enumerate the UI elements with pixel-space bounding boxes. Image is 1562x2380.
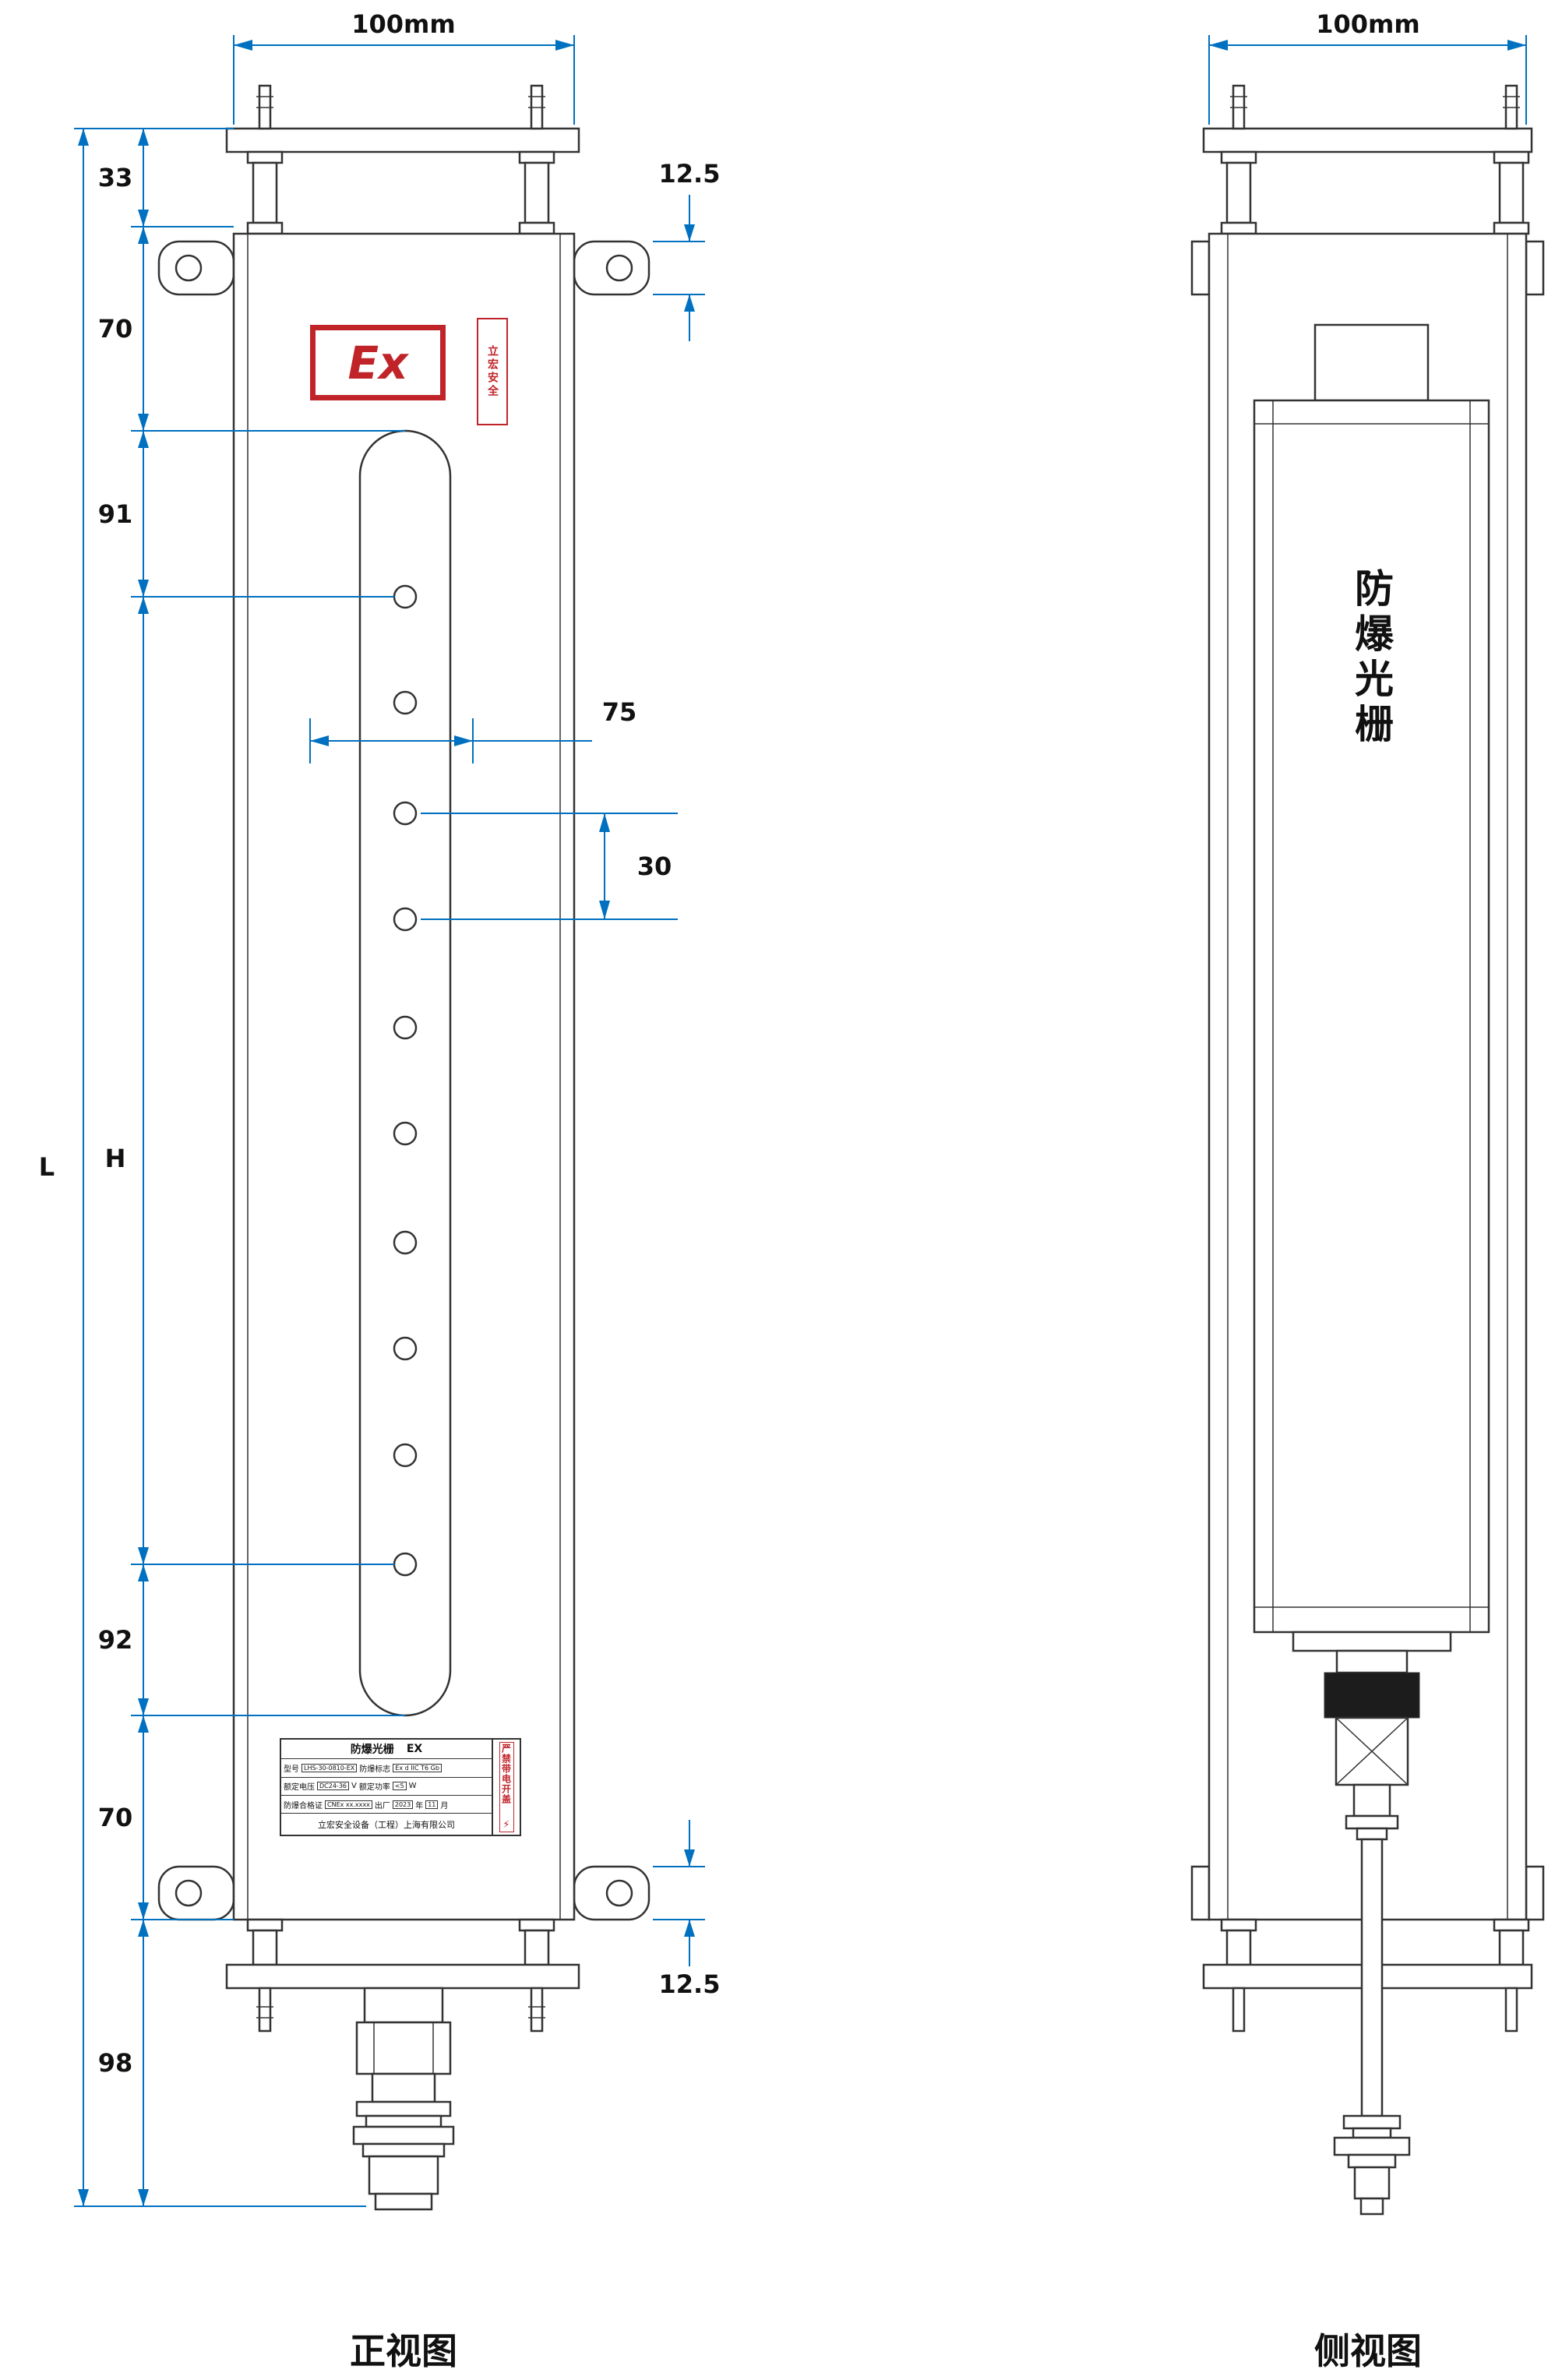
company-name: 立宏安全设备（工程）上海有限公司: [281, 1813, 492, 1835]
beam-aperture: [393, 1121, 418, 1146]
nameplate-title-row: 防爆光栅 EX: [281, 1740, 492, 1758]
beam-slot: [358, 429, 452, 1717]
front-top-plate: [225, 127, 580, 153]
month-label: 月: [440, 1801, 449, 1811]
side-internal-connector: [1292, 1631, 1452, 2117]
dimension-lines: [74, 35, 1527, 2207]
nameplate: 防爆光栅 EX 型号 LHS-30-0810-EX 防爆标志 Ex d IIC …: [280, 1738, 521, 1836]
side-vertical-label: 防爆光栅: [1349, 568, 1394, 749]
beam-aperture: [393, 907, 418, 932]
side-ear-tab-bottom-right: [1525, 1865, 1545, 1921]
beam-aperture: [393, 1336, 418, 1361]
warning-text-vertical: 严禁带电开盖: [500, 1744, 512, 1804]
beam-apertures: [393, 584, 418, 1577]
nameplate-row-cert: 防爆合格证 CNEx xx.xxxx 出厂 2023 年 11 月: [281, 1795, 492, 1813]
side-top-stud-left: [1230, 84, 1247, 130]
dim-side-width: 100mm: [1316, 9, 1420, 39]
voltage-unit: V: [351, 1782, 357, 1791]
dim-seg-33: 33: [97, 163, 133, 192]
power-unit: W: [408, 1782, 417, 1791]
side-bottom-bolt-stack-left: [1220, 1918, 1257, 1966]
mounting-ear-bottom-right: [573, 1865, 651, 1921]
warning-strip-inner: 严禁带电开盖 ⚡: [499, 1742, 514, 1832]
date-label: 出厂: [374, 1801, 390, 1811]
ex-certification-logo: Ex: [310, 325, 446, 400]
lightning-bolt-icon: ⚡: [502, 1819, 510, 1831]
side-view-caption: 侧视图: [1314, 2330, 1422, 2372]
dim-front-width: 100mm: [351, 9, 456, 39]
nameplate-title: 防爆光栅: [350, 1744, 394, 1757]
dim-seg-92: 92: [97, 1625, 133, 1655]
voltage-label: 额定电压: [284, 1783, 315, 1793]
side-bottom-stud-left: [1232, 1987, 1246, 2033]
side-ear-tab-top-left: [1190, 240, 1211, 296]
dim-seg-91: 91: [97, 499, 133, 529]
nameplate-row-rating: 额定电压 DC24-36 V 额定功率 <5 W: [281, 1776, 492, 1795]
voltage-value: DC24-36: [317, 1782, 349, 1791]
beam-aperture: [393, 1230, 418, 1255]
mounting-ear-bottom-left: [157, 1865, 235, 1921]
side-view: [1190, 84, 1545, 2216]
cert-value: CNEx xx.xxxx: [325, 1800, 372, 1809]
front-top-stud-left: [256, 84, 273, 130]
beam-aperture: [393, 1443, 418, 1468]
beam-aperture: [393, 584, 418, 609]
ex-mark-label: 防爆标志: [359, 1765, 391, 1775]
beam-aperture: [393, 801, 418, 826]
dim-seg-98: 98: [97, 2048, 133, 2078]
side-top-bolt-stack-right: [1493, 150, 1530, 235]
cert-label: 防爆合格证: [284, 1801, 323, 1811]
front-view-caption: 正视图: [350, 2330, 457, 2372]
power-label: 额定功率: [358, 1783, 390, 1793]
year-label: 年: [415, 1801, 424, 1811]
date-year: 2023: [392, 1800, 414, 1809]
beam-aperture: [393, 690, 418, 715]
side-ear-tab-top-right: [1525, 240, 1545, 296]
model-label: 型号: [284, 1765, 299, 1775]
side-bottom-bolt-stack-right: [1493, 1918, 1530, 1966]
knurled-nut: [1324, 1672, 1420, 1719]
cable: [1360, 1838, 1384, 2117]
side-cable-connector-bottom: [1333, 2114, 1411, 2216]
front-bottom-plate: [225, 1963, 580, 1990]
dim-ear-offset-top: 12.5: [658, 159, 721, 189]
front-top-bolt-stack-left: [246, 150, 284, 235]
warning-strip: 严禁带电开盖 ⚡: [492, 1740, 520, 1835]
side-top-bolt-stack-left: [1220, 150, 1257, 235]
front-bottom-bolt-stack-right: [518, 1918, 555, 1966]
dim-seg-H: H: [104, 1144, 126, 1173]
side-top-plate: [1202, 127, 1533, 153]
nameplate-table: 防爆光栅 EX 型号 LHS-30-0810-EX 防爆标志 Ex d IIC …: [281, 1740, 492, 1835]
front-bottom-bolt-stack-left: [246, 1918, 284, 1966]
dim-beam-pitch: 30: [636, 852, 672, 881]
side-bottom-stud-right: [1504, 1987, 1518, 2033]
nameplate-row-model: 型号 LHS-30-0810-EX 防爆标志 Ex d IIC T6 Gb: [281, 1758, 492, 1776]
power-value: <5: [392, 1782, 407, 1791]
side-sensor-bar: [1253, 399, 1490, 1634]
front-cable-gland: [352, 1987, 455, 2211]
front-view: [157, 84, 651, 2211]
dim-overall-L: L: [38, 1152, 55, 1182]
dim-beam-to-edge: 75: [601, 697, 637, 727]
ex-mark-value: Ex d IIC T6 Gb: [393, 1764, 442, 1773]
dim-ear-offset-bottom: 12.5: [658, 1969, 721, 1999]
dim-seg-70-top: 70: [97, 314, 133, 344]
mounting-ear-top-right: [573, 240, 651, 296]
front-top-bolt-stack-right: [518, 150, 555, 235]
front-top-stud-right: [528, 84, 545, 130]
front-bottom-stud-left: [256, 1987, 273, 2033]
side-top-stud-right: [1503, 84, 1520, 130]
brand-vertical-label: 立宏安全: [477, 318, 508, 425]
beam-aperture: [393, 1015, 418, 1040]
beam-aperture: [393, 1552, 418, 1577]
side-ear-tab-bottom-left: [1190, 1865, 1211, 1921]
side-connector-block: [1313, 323, 1430, 402]
date-month: 11: [425, 1800, 439, 1809]
nameplate-title-suffix: EX: [406, 1743, 423, 1756]
mounting-ear-top-left: [157, 240, 235, 296]
dim-seg-70-bottom: 70: [97, 1803, 133, 1832]
front-bottom-stud-right: [528, 1987, 545, 2033]
model-value: LHS-30-0810-EX: [301, 1764, 358, 1773]
